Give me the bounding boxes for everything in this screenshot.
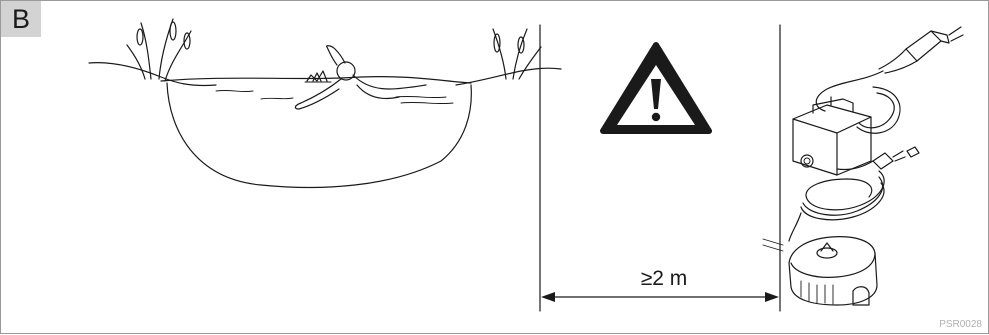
pump-icon [762,236,878,306]
coiled-cable [788,170,885,242]
swimmer-figure [294,45,427,110]
transformer-icon [792,96,872,176]
panel-label: B [1,1,41,37]
water-lily [304,70,332,83]
reeds-left [126,18,192,82]
document-code: PSR0028 [939,319,982,330]
equipment-illustration [762,26,964,306]
pond-illustration [88,18,562,189]
mains-plug-icon [878,26,964,74]
distance-label: ≥2 m [640,267,688,290]
warning-triangle-icon [600,42,712,134]
distance-arrow [541,292,779,302]
